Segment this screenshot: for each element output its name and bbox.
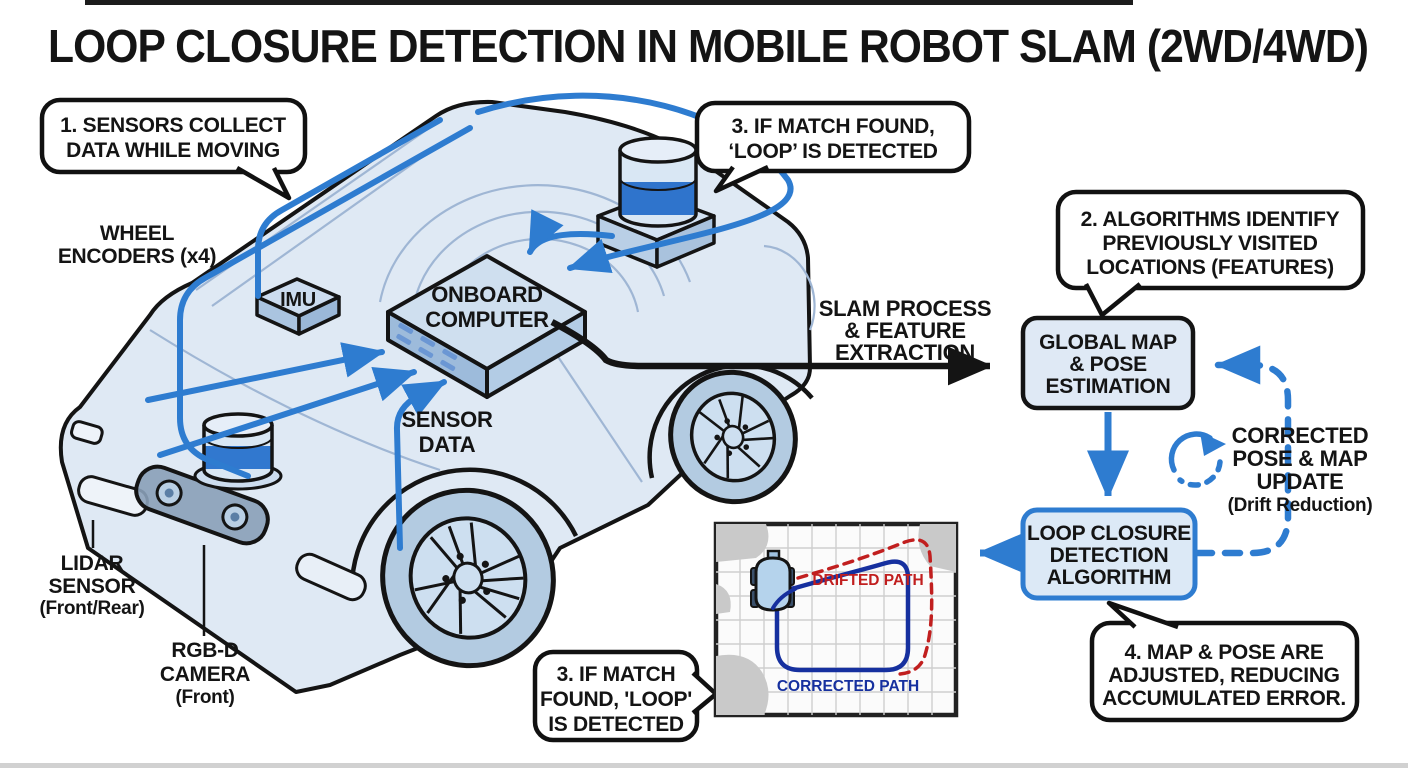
callout-step2: 2. ALGORITHMS IDENTIFY PREVIOUSLY VISITE… <box>1055 189 1366 318</box>
callout-step4-line1: 4. MAP & POSE ARE <box>1124 641 1323 664</box>
sensor-data-label-2: DATA <box>419 432 476 457</box>
slam-label-3: EXTRACTION <box>835 340 975 365</box>
corrected-update-line4: (Drift Reduction) <box>1228 495 1373 516</box>
callout-step2-line2: PREVIOUSLY VISITED <box>1102 232 1317 255</box>
rgbd-camera <box>134 464 270 546</box>
robot-car-illustration: IMU ONBOARD COMPUTER <box>58 92 816 694</box>
wheel-encoders-label-2: ENCODERS (x4) <box>58 245 216 268</box>
loop-closure-line2: DETECTION <box>1050 544 1169 567</box>
front-left-wheel <box>380 487 556 669</box>
front-right-wheel <box>668 369 798 505</box>
top-edge-artifact <box>85 0 1133 5</box>
global-map-box: GLOBAL MAP & POSE ESTIMATION <box>1020 315 1196 411</box>
inset-robot-icon <box>750 549 797 612</box>
drifted-path-label: DRIFTED PATH <box>812 572 923 589</box>
onboard-computer-label-2: COMPUTER <box>425 307 549 332</box>
wheel-encoders-label-1: WHEEL <box>100 222 175 245</box>
slam-process-arrow <box>550 319 990 366</box>
onboard-computer-label-1: ONBOARD <box>431 282 543 307</box>
callout-step3-bottom-line3: IS DETECTED <box>548 713 684 736</box>
computer-vents <box>396 322 458 371</box>
corrected-update-line2: POSE & MAP <box>1232 446 1367 471</box>
callout-step2-line1: 2. ALGORITHMS IDENTIFY <box>1081 208 1340 231</box>
rgbd-label-1: RGB-D <box>171 639 238 662</box>
sensor-data-label-1: SENSOR <box>401 407 493 432</box>
global-map-line1: GLOBAL MAP <box>1039 331 1177 354</box>
feedback-dashed-loop <box>1193 365 1292 557</box>
sensor-wires <box>145 92 794 551</box>
bottom-edge-artifact <box>0 763 1408 768</box>
global-map-line2: & POSE <box>1069 353 1147 376</box>
slam-label-1: SLAM PROCESS <box>819 296 991 321</box>
callout-step3-bottom-line2: FOUND, 'LOOP' <box>540 688 692 711</box>
corrected-update-line1: CORRECTED <box>1232 423 1369 448</box>
callout-step2-line3: LOCATIONS (FEATURES) <box>1086 256 1334 279</box>
callout-step3-top: 3. IF MATCH FOUND, ‘LOOP’ IS DETECTED <box>694 100 972 194</box>
headlight <box>70 420 104 445</box>
onboard-computer-chip <box>386 254 587 399</box>
callout-step1: 1. SENSORS COLLECT DATA WHILE MOVING <box>39 97 308 201</box>
corrected-path-label: CORRECTED PATH <box>777 678 919 695</box>
rgbd-label-3: (Front) <box>175 687 234 708</box>
lidar-label-2: SENSOR <box>49 575 136 598</box>
callout-step4: 4. MAP & POSE ARE ADJUSTED, REDUCING ACC… <box>1089 600 1360 723</box>
rgbd-label-2: CAMERA <box>160 663 250 686</box>
rear-lidar-sensor <box>596 136 716 269</box>
map-inset: DRIFTED PATH CORRECTED PATH <box>713 521 959 718</box>
front-lidar-sensor <box>193 412 283 491</box>
callout-step3-top-line1: 3. IF MATCH FOUND, <box>731 115 934 138</box>
callout-step4-line2: ADJUSTED, REDUCING <box>1108 664 1339 687</box>
imu-chip <box>255 277 341 336</box>
front-left-wheel-arch <box>349 467 579 591</box>
drifted-path <box>796 538 934 676</box>
callout-step3-bottom: 3. IF MATCH FOUND, 'LOOP' IS DETECTED <box>532 649 719 743</box>
callout-step1-line2: DATA WHILE MOVING <box>66 139 280 162</box>
lidar-label-3: (Front/Rear) <box>39 598 144 619</box>
front-grille <box>295 552 367 602</box>
global-map-line3: ESTIMATION <box>1046 375 1171 398</box>
slam-label-2: & FEATURE <box>844 318 966 343</box>
imu-label: IMU <box>280 289 316 311</box>
front-right-wheel-arch <box>647 363 814 479</box>
loop-closure-box: LOOP CLOSURE DETECTION ALGORITHM <box>1020 507 1198 601</box>
lidar-label-1: LIDAR <box>61 552 124 575</box>
corrected-update-line3: UPDATE <box>1256 469 1343 494</box>
callout-step4-line3: ACCUMULATED ERROR. <box>1102 687 1346 710</box>
loop-closure-line3: ALGORITHM <box>1047 566 1171 589</box>
page-title: LOOP CLOSURE DETECTION IN MOBILE ROBOT S… <box>48 20 1368 72</box>
callout-step3-top-line2: ‘LOOP’ IS DETECTED <box>728 140 937 163</box>
callout-step3-bottom-line1: 3. IF MATCH <box>557 663 676 686</box>
loop-closure-line1: LOOP CLOSURE <box>1027 522 1191 545</box>
refresh-icon <box>1168 431 1226 488</box>
callout-step1-line1: 1. SENSORS COLLECT <box>60 114 286 137</box>
inset-obstacles <box>716 524 956 715</box>
